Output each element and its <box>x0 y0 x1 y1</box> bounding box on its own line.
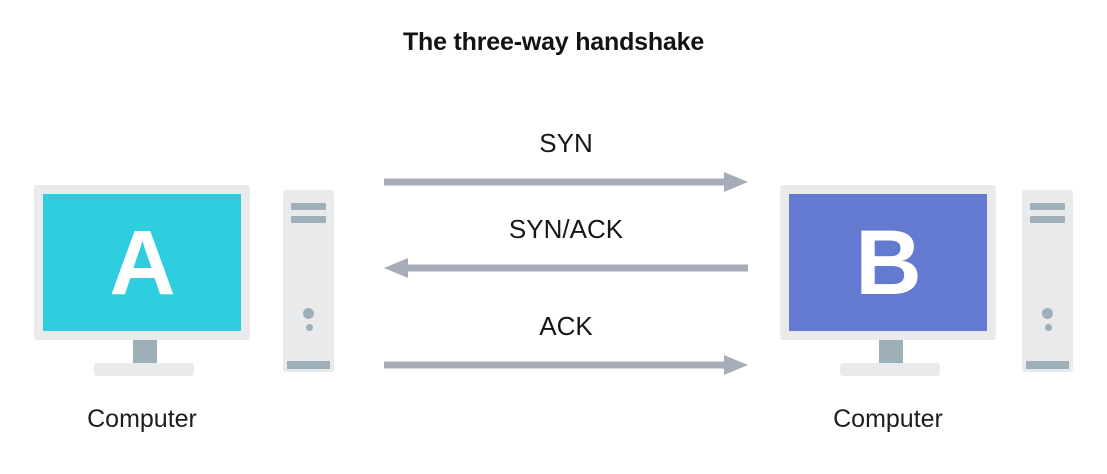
message-syn-ack: SYN/ACK <box>384 216 748 278</box>
message-label-syn-ack: SYN/ACK <box>508 214 624 244</box>
tower-power-button-icon <box>1042 308 1053 319</box>
monitor-stand-base-b <box>840 363 940 376</box>
caption-a: Computer <box>87 405 197 433</box>
tower-drive-bay-icon <box>291 203 326 210</box>
arrow-right-icon <box>384 355 748 375</box>
caption-b: Computer <box>833 405 943 433</box>
message-label-syn: SYN <box>539 128 593 158</box>
message-label-ack: ACK <box>539 311 593 341</box>
screen-letter-a: A <box>109 211 175 314</box>
tower-drive-bay-icon <box>291 216 326 223</box>
tower-base-a <box>287 361 330 369</box>
arrow-left-icon <box>384 258 748 278</box>
page-title: The three-way handshake <box>402 28 705 56</box>
tower-power-button-icon <box>303 308 314 319</box>
tower-base-b <box>1026 361 1069 369</box>
tower-a <box>283 190 334 372</box>
screen-letter-b: B <box>855 211 921 314</box>
tower-led-icon <box>306 324 313 331</box>
tower-drive-bay-icon <box>1030 216 1065 223</box>
arrow-right-icon <box>384 172 748 192</box>
monitor-b: B <box>780 185 996 340</box>
screen-b: B <box>789 194 987 331</box>
monitor-stand-neck-b <box>879 340 903 365</box>
tower-led-icon <box>1045 324 1052 331</box>
screen-a: A <box>43 194 241 331</box>
message-syn: SYN <box>384 130 748 192</box>
tower-drive-bay-icon <box>1030 203 1065 210</box>
message-ack: ACK <box>384 313 748 375</box>
tower-b <box>1022 190 1073 372</box>
monitor-a: A <box>34 185 250 340</box>
monitor-stand-base-a <box>94 363 194 376</box>
monitor-stand-neck-a <box>133 340 157 365</box>
